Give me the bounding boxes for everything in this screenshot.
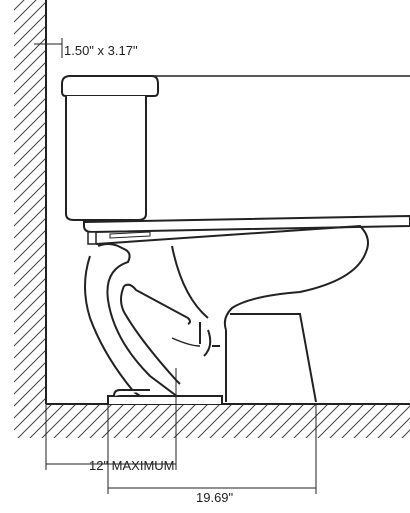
toilet-seat <box>83 214 410 245</box>
rough-in-dimension-label: 12" MAXIMUM <box>89 458 175 473</box>
depth-dimension-line <box>107 404 317 494</box>
wall <box>14 0 47 412</box>
trapway <box>84 243 191 401</box>
supply-dimension-line <box>34 30 63 58</box>
floor <box>14 403 410 438</box>
toilet-bowl <box>95 224 369 403</box>
supply-dimension-label: 1.50" x 3.17" <box>64 43 138 58</box>
toilet-base <box>107 389 223 404</box>
rough-in-dimension-line <box>45 368 177 470</box>
toilet-tank <box>61 75 410 221</box>
depth-dimension-label: 19.69" <box>196 490 234 505</box>
